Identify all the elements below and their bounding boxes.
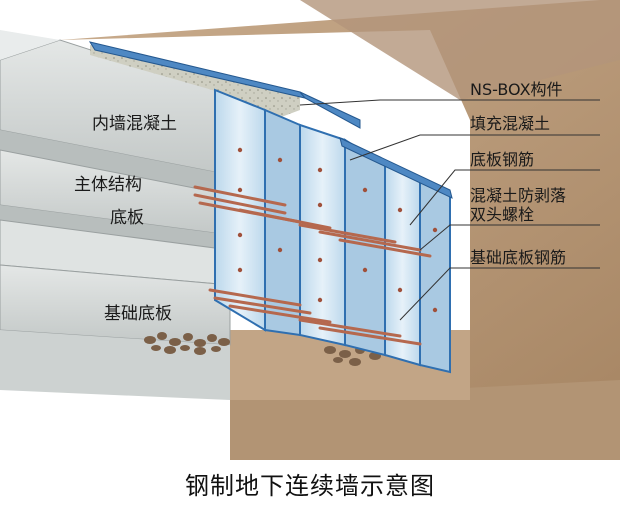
label-bottom-slab: 底板: [110, 208, 144, 228]
label-foundation-slab: 基础底板: [104, 304, 172, 324]
leader-lines: [299, 99, 600, 321]
main-structure: [0, 30, 231, 400]
label-foundation-rebar: 基础底板钢筋: [470, 248, 567, 267]
label-inner-wall-concrete: 内墙混凝土: [92, 114, 177, 134]
diagram-illustration: [0, 0, 620, 460]
label-slab-rebar: 底板钢筋: [470, 150, 535, 169]
label-fill-concrete: 填充混凝土: [470, 114, 551, 133]
label-anti-spall-bolt-line2: 双头螺栓: [470, 205, 535, 224]
gravel-bed: [144, 332, 381, 366]
figure-caption: 钢制地下连续墙示意图: [185, 472, 435, 500]
wall-top-plates: [88, 41, 453, 199]
anti-spall-bolts: [237, 147, 438, 313]
label-anti-spall-bolt-line1: 混凝土防剥落: [470, 186, 567, 205]
rebar-bars: [193, 185, 432, 346]
label-main-structure: 主体结构: [74, 175, 142, 195]
label-ns-box: NS-BOX构件: [470, 80, 563, 99]
